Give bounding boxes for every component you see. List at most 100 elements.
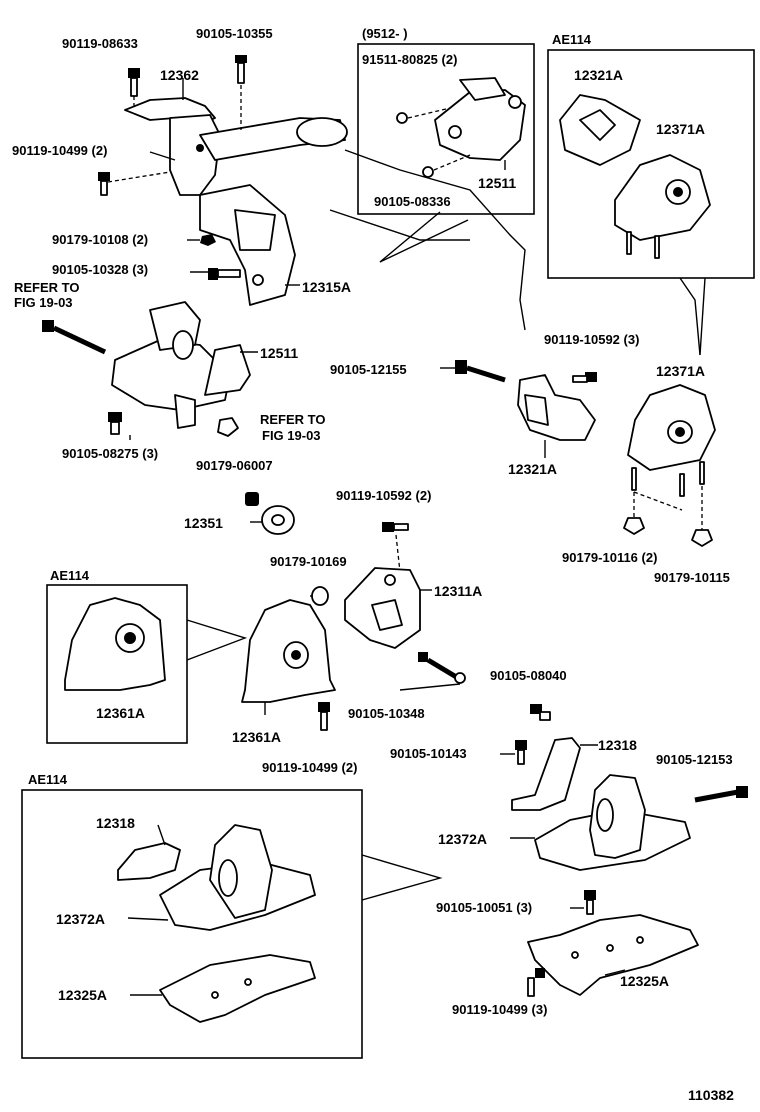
drawing-number: 110382 — [688, 1087, 734, 1103]
bolt-90105-08040 — [530, 704, 551, 721]
part-12315A-bracket — [199, 184, 296, 306]
part-12321A-main — [517, 374, 596, 441]
pointer-12315A-a — [379, 219, 469, 263]
label-90179-10108: 90179-10108 (2) — [52, 232, 148, 247]
bolt-90119-10499-3 — [527, 968, 545, 997]
bolt-90105-08336 — [422, 166, 434, 178]
label-90119-10499-mid: 90119-10499 (2) — [262, 760, 357, 775]
part-12372A-main — [534, 774, 691, 871]
bolt-90119-10499-mid — [318, 702, 330, 731]
label-12315A: 12315A — [302, 279, 351, 295]
nut-90179-10115 — [691, 529, 713, 547]
inset-frame-ae114-bottom — [21, 789, 363, 1059]
label-90119-10499-top: 90119-10499 (2) — [12, 143, 107, 158]
label-90119-10592-3: 90119-10592 (3) — [544, 332, 639, 347]
bolt-refer-fig-19-03 — [42, 320, 107, 355]
label-ae114-mid: AE114 — [50, 568, 90, 583]
part-12372A-inset — [159, 824, 316, 931]
part-12362-bracket — [124, 97, 348, 196]
label-12511-inset: 12511 — [478, 175, 516, 191]
part-12371A-main — [627, 384, 716, 497]
label-90179-06007: 90179-06007 — [196, 458, 273, 473]
label-90105-10051: 90105-10051 (3) — [436, 900, 532, 915]
part-12361A-main — [241, 599, 336, 703]
part-12361A-inset — [64, 597, 166, 691]
inset-frame-ae114-mid — [46, 584, 188, 744]
label-12372A-inset: 12372A — [56, 911, 105, 927]
label-ae114-top: AE114 — [552, 32, 592, 47]
label-12361A-main: 12361A — [232, 729, 281, 745]
label-90179-10116: 90179-10116 (2) — [562, 550, 657, 565]
label-12321A-inset: 12321A — [574, 67, 623, 83]
bolt-90119-08633 — [128, 68, 140, 97]
part-12318-main — [511, 737, 581, 811]
nut-90179-10116 — [623, 517, 645, 535]
label-12351: 12351 — [184, 515, 223, 531]
inset-pointer-mid — [186, 619, 248, 661]
bolt-90105-10348 — [418, 652, 466, 684]
label-90179-10115: 90179-10115 — [654, 570, 730, 585]
label-90105-12155: 90105-12155 — [330, 362, 407, 377]
label-12371A-main: 12371A — [656, 363, 705, 379]
label-90119-10499-3: 90119-10499 (3) — [452, 1002, 547, 1017]
label-12318-main: 12318 — [598, 737, 637, 753]
bolt-90105-10051 — [584, 890, 596, 915]
part-12318-inset — [117, 842, 181, 881]
label-refer-to-1: REFER TO — [14, 280, 80, 295]
label-90119-10592-2: 90119-10592 (2) — [336, 488, 431, 503]
label-90105-10328: 90105-10328 (3) — [52, 262, 148, 277]
label-90179-10169: 90179-10169 — [270, 554, 347, 569]
part-12325A-main — [527, 914, 699, 996]
label-refer-fig-1: FIG 19-03 — [14, 295, 73, 310]
inset-frame-9512 — [357, 43, 535, 215]
bolt-90105-12155 — [455, 360, 506, 383]
bolt-91511-80825 — [396, 112, 408, 124]
part-90179-06007-nut — [245, 492, 259, 506]
inset-pointer-top-right — [679, 277, 701, 356]
label-90105-10348: 90105-10348 — [348, 706, 425, 721]
label-90105-10355: 90105-10355 — [196, 26, 273, 41]
inset-frame-ae114-top — [547, 49, 755, 279]
bolt-90119-10592-3 — [572, 372, 597, 383]
leader-lines — [127, 78, 626, 996]
part-12511-inset — [434, 77, 526, 161]
label-refer-fig-2: FIG 19-03 — [262, 428, 321, 443]
part-12511-main — [111, 301, 251, 429]
inset-pointer-bottom — [361, 854, 443, 901]
label-12325A-inset: 12325A — [58, 987, 107, 1003]
bolt-90119-10592-2 — [382, 522, 409, 532]
label-91511-80825: 91511-80825 (2) — [362, 52, 457, 67]
nut-90179-10169 — [311, 586, 329, 606]
label-12372A-main: 12372A — [438, 831, 487, 847]
part-12351-bushing — [261, 505, 295, 535]
bolt-90105-12153 — [694, 786, 748, 803]
label-90119-08633: 90119-08633 — [62, 36, 138, 51]
label-12361A-inset: 12361A — [96, 705, 145, 721]
label-12371A-inset: 12371A — [656, 121, 705, 137]
label-ae114-bottom: AE114 — [28, 772, 68, 787]
engine-outline-b — [329, 209, 470, 241]
label-12318-inset: 12318 — [96, 815, 135, 831]
bolt-90105-10355 — [235, 55, 247, 84]
label-inset-date: (9512- ) — [362, 26, 408, 41]
part-12311A-bracket — [344, 567, 421, 649]
label-90105-12153: 90105-12153 — [656, 752, 733, 767]
engine-outline — [344, 149, 526, 331]
label-90105-08040: 90105-08040 — [490, 668, 567, 683]
part-12325A-inset — [159, 954, 316, 1023]
nut-refer-fig — [217, 417, 239, 437]
bolt-90119-10499-top — [98, 172, 110, 196]
part-12371A-inset — [614, 154, 711, 259]
bolt-90105-10143 — [515, 740, 527, 765]
label-90105-08275: 90105-08275 (3) — [62, 446, 158, 461]
label-12311A: 12311A — [434, 583, 482, 599]
label-12321A-main: 12321A — [508, 461, 557, 477]
inset-pointer-top-right-b — [699, 277, 706, 356]
label-12325A-main: 12325A — [620, 973, 669, 989]
label-12511-main: 12511 — [260, 345, 298, 361]
label-refer-to-2: REFER TO — [260, 412, 326, 427]
part-12321A-inset — [559, 94, 641, 166]
bolt-90105-08275 — [108, 412, 122, 435]
